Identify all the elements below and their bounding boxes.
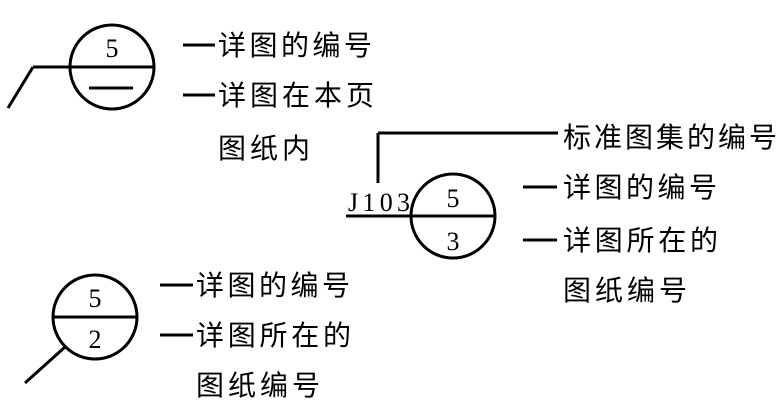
index-circle <box>68 23 156 111</box>
leader-line-diagonal <box>6 66 35 109</box>
atlas-code: J103 <box>348 188 410 217</box>
callout-label-location-line2: 图纸内 <box>218 133 310 165</box>
detail-number: 5 <box>447 184 460 213</box>
sheet-number: 2 <box>89 325 102 354</box>
standard-atlas-callouts: 标准图集的编号 详图的编号 详图所在的 图纸编号 <box>523 122 777 307</box>
callout-label-location-line1: 详图在本页 <box>218 80 374 112</box>
callout-label-sheet-line1: 详图所在的 <box>196 320 351 352</box>
detail-number: 5 <box>106 34 119 63</box>
same-sheet-index-symbol: 5 <box>6 23 156 111</box>
callout-label-sheet-line2: 图纸编号 <box>563 275 687 307</box>
callout-label-sheet-line2: 图纸编号 <box>196 370 320 402</box>
index-circle <box>409 172 497 260</box>
sheet-number: 3 <box>447 227 460 256</box>
standard-atlas-index-symbol: J103 5 3 <box>346 131 558 260</box>
callout-label-detail-number: 详图的编号 <box>196 270 350 302</box>
callout-label-detail-number: 详图的编号 <box>218 30 372 62</box>
callout-label-detail-number: 详图的编号 <box>563 172 717 204</box>
callout-label-atlas-number: 标准图集的编号 <box>563 122 777 154</box>
other-sheet-index-symbol: 5 2 <box>23 273 139 385</box>
callout-label-sheet-line1: 详图所在的 <box>563 225 718 257</box>
other-sheet-callouts: 详图的编号 详图所在的 图纸编号 <box>160 270 351 402</box>
detail-number: 5 <box>89 284 102 313</box>
same-sheet-callouts: 详图的编号 详图在本页 图纸内 <box>183 30 374 165</box>
leader-line-diagonal <box>23 345 67 385</box>
